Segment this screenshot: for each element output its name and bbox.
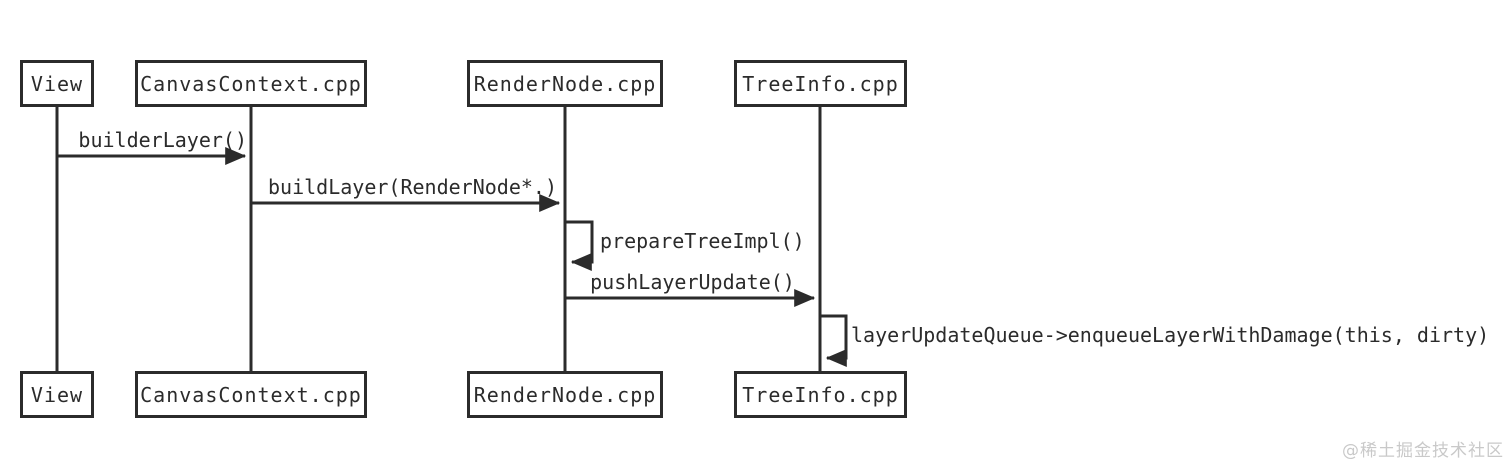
- self-call-arrow-enqueue-layer-with-damage: [820, 314, 848, 367]
- actor-label-render-node: RenderNode.cpp: [473, 382, 657, 407]
- actor-label-canvas-context: CanvasContext.cpp: [140, 382, 362, 407]
- actor-box-view-bottom: View: [20, 371, 94, 418]
- actor-label-canvas-context: CanvasContext.cpp: [140, 71, 362, 96]
- actor-label-view: View: [30, 71, 84, 96]
- actor-box-view-top: View: [20, 60, 94, 107]
- actor-label-view: View: [30, 382, 84, 407]
- actor-label-tree-info: TreeInfo.cpp: [742, 71, 899, 96]
- actor-label-render-node: RenderNode.cpp: [473, 71, 657, 96]
- actor-box-render-node-top: RenderNode.cpp: [467, 60, 663, 107]
- actor-label-tree-info: TreeInfo.cpp: [742, 382, 899, 407]
- actor-box-canvas-context-bottom: CanvasContext.cpp: [135, 371, 367, 418]
- message-label-build-layer: buildLayer(RenderNode*.): [268, 175, 557, 199]
- watermark: @稀土掘金技术社区: [1342, 441, 1504, 461]
- message-label-push-layer-update: pushLayerUpdate(): [590, 270, 795, 294]
- message-label-prepare-tree-impl: prepareTreeImpl(): [600, 229, 805, 253]
- message-label-enqueue-layer-with-damage: layerUpdateQueue->enqueueLayerWithDamage…: [851, 323, 1490, 347]
- actor-box-tree-info-bottom: TreeInfo.cpp: [734, 371, 907, 418]
- self-call-arrow-prepare-tree-impl: [565, 220, 594, 271]
- actor-box-canvas-context-top: CanvasContext.cpp: [135, 60, 367, 107]
- actor-box-tree-info-top: TreeInfo.cpp: [734, 60, 907, 107]
- message-label-builder-layer: builderLayer(): [78, 128, 247, 152]
- actor-box-render-node-bottom: RenderNode.cpp: [467, 371, 663, 418]
